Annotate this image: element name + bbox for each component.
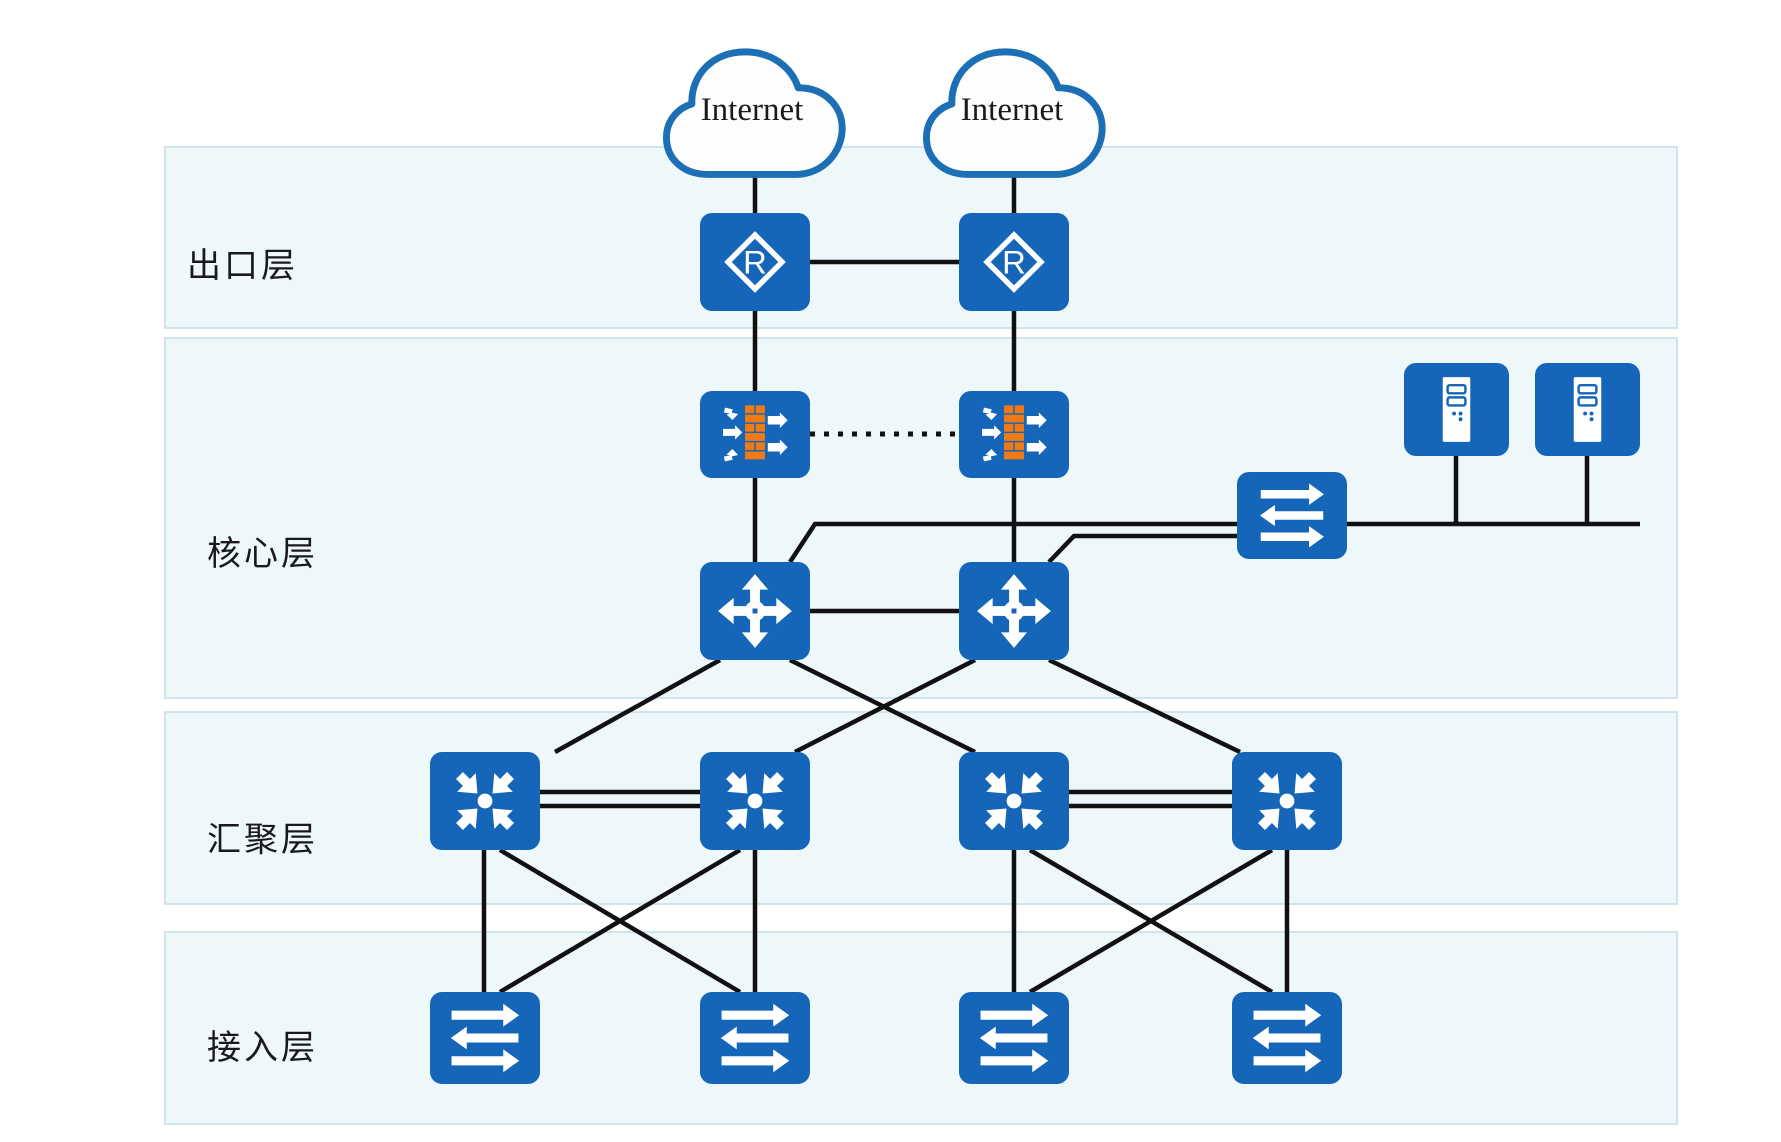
- link-core2-agg4: [1048, 657, 1241, 755]
- node-firewall-1[interactable]: [700, 391, 810, 478]
- layer-label-core: 核心层: [207, 535, 318, 573]
- node-router-1[interactable]: [700, 213, 810, 311]
- node-core-switch-2[interactable]: [959, 562, 1069, 660]
- layer-label-aggregation: 汇聚层: [207, 821, 318, 859]
- layer-band-aggregation: [164, 711, 1678, 905]
- access-switch-icon: [979, 1003, 1049, 1073]
- node-tile: [700, 562, 810, 660]
- link-lines: [481, 155, 1640, 994]
- node-agg-switch-4[interactable]: [1232, 752, 1342, 850]
- access-switch-icon: [450, 1003, 520, 1073]
- cloud-label-internet-2: Internet: [960, 92, 1064, 128]
- node-tile: [959, 562, 1069, 660]
- node-access-switch-4[interactable]: [1232, 992, 1342, 1084]
- link-core1-serverswitch: [788, 521, 1237, 564]
- link-agg4-acc3: [1028, 848, 1274, 994]
- node-access-switch-2[interactable]: [700, 992, 810, 1084]
- link-core2-agg2: [793, 657, 977, 755]
- cloud-label-internet-1: Internet: [700, 92, 804, 128]
- link-core2-serverswitch: [1047, 533, 1237, 564]
- access-switch-icon: [1252, 1003, 1322, 1073]
- node-agg-switch-1[interactable]: [430, 752, 540, 850]
- link-core1-agg1: [553, 658, 722, 754]
- access-switch-icon: [1260, 483, 1324, 548]
- node-access-switch-3[interactable]: [959, 992, 1069, 1084]
- layer-band-access: [164, 931, 1678, 1125]
- server-icon: [1441, 375, 1472, 444]
- node-firewall-2[interactable]: [959, 391, 1069, 478]
- node-core-switch-1[interactable]: [700, 562, 810, 660]
- node-server-1[interactable]: [1404, 363, 1509, 456]
- node-agg-switch-3[interactable]: [959, 752, 1069, 850]
- layer-band-egress: [164, 146, 1678, 329]
- layer-label-access: 接入层: [207, 1029, 318, 1067]
- node-router-2[interactable]: [959, 213, 1069, 311]
- node-server-2[interactable]: [1535, 363, 1640, 456]
- server-icon: [1572, 375, 1603, 444]
- node-access-switch-1[interactable]: [430, 992, 540, 1084]
- layer-label-egress: 出口层: [187, 247, 298, 285]
- node-agg-switch-2[interactable]: [700, 752, 810, 850]
- device-nodes: [430, 213, 1640, 1084]
- layer-bands: [164, 146, 1678, 1125]
- access-switch-icon: [720, 1003, 790, 1073]
- link-agg2-acc1: [498, 848, 742, 994]
- node-server-switch[interactable]: [1237, 472, 1347, 559]
